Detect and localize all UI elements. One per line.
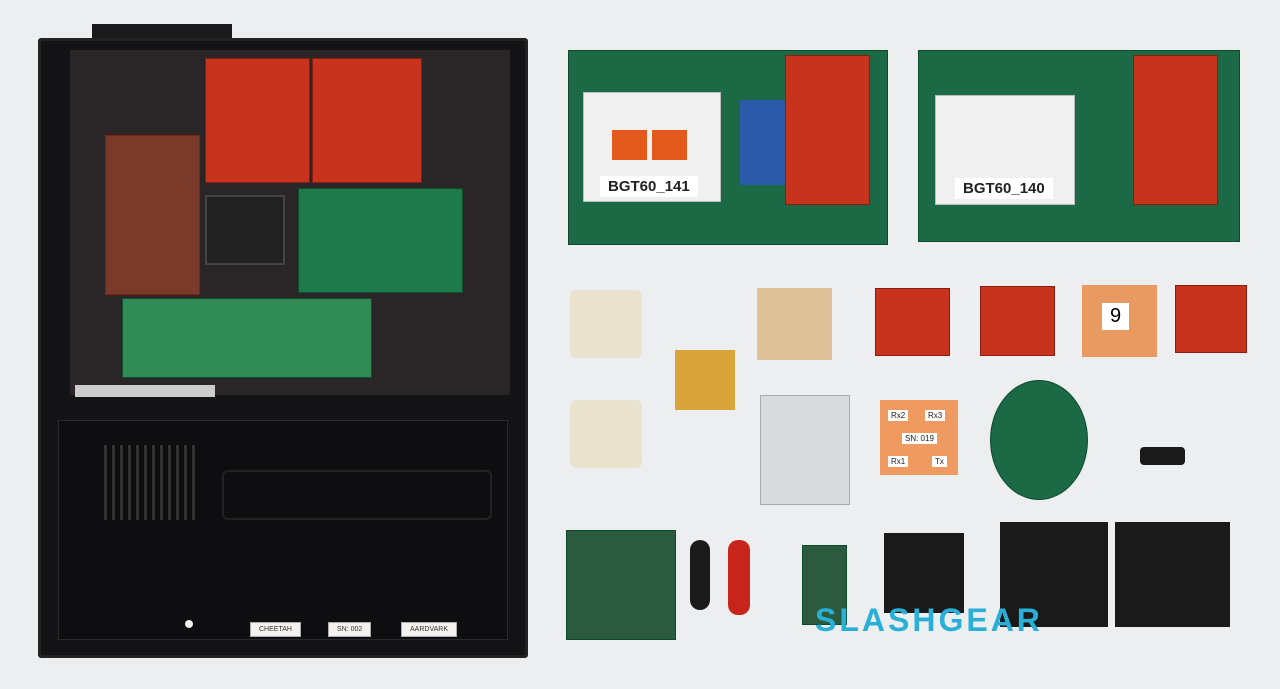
blue-module <box>740 100 785 185</box>
case-rail <box>75 385 215 397</box>
red-dsp-board <box>312 58 422 183</box>
motherboard <box>105 135 200 295</box>
dc-jack <box>1140 447 1185 465</box>
case-label-sn: SN: 002 <box>328 622 372 637</box>
slashgear-watermark: SLASHGEAR <box>815 602 1043 638</box>
black-radar-tile <box>1000 522 1108 627</box>
fan-vent <box>104 445 199 520</box>
numbered-block: 9 <box>1082 285 1157 357</box>
round-pcb <box>990 380 1088 500</box>
port-rx3: Rx3 <box>925 410 946 421</box>
black-radar-tile <box>884 533 964 613</box>
red-sensor-board <box>1175 285 1247 353</box>
cpu-fan <box>205 195 285 265</box>
orange-radar-module: Rx2 Rx3 SN: 019 Rx1 Tx <box>880 400 958 475</box>
red-fpga-board <box>205 58 310 183</box>
green-sensor-board <box>566 530 676 640</box>
red-radar-chip <box>980 286 1055 356</box>
small-pcb <box>802 545 847 625</box>
adc-board <box>122 298 372 378</box>
port-rx2: Rx2 <box>888 410 909 421</box>
port-tx: Tx <box>932 456 947 467</box>
power-led <box>185 620 193 628</box>
block-number: 9 <box>1102 303 1130 330</box>
red-radar-chip <box>875 288 950 356</box>
quad-coil-board <box>757 288 832 360</box>
horn-antenna <box>652 130 687 160</box>
board-label-140: BGT60_140 <box>955 178 1053 199</box>
horn-antenna <box>612 130 647 160</box>
patch-antenna <box>570 400 642 468</box>
board-label-141: BGT60_141 <box>600 176 698 197</box>
black-radar-tile <box>1115 522 1230 627</box>
case-label-aardvark: AARDVARK <box>401 622 457 637</box>
patch-antenna <box>570 290 642 358</box>
amplifier-board <box>675 350 735 410</box>
red-mcu-board <box>785 55 870 205</box>
case-label-cheetah: CHEETAH <box>250 622 301 637</box>
red-mcu-board <box>1133 55 1218 205</box>
drive-bay <box>222 470 492 520</box>
green-interface-board <box>298 188 463 293</box>
red-clip <box>728 540 750 615</box>
port-rx1: Rx1 <box>888 456 909 467</box>
aluminum-module <box>760 395 850 505</box>
black-clip <box>690 540 710 610</box>
serial-number: SN: 019 <box>902 433 937 444</box>
